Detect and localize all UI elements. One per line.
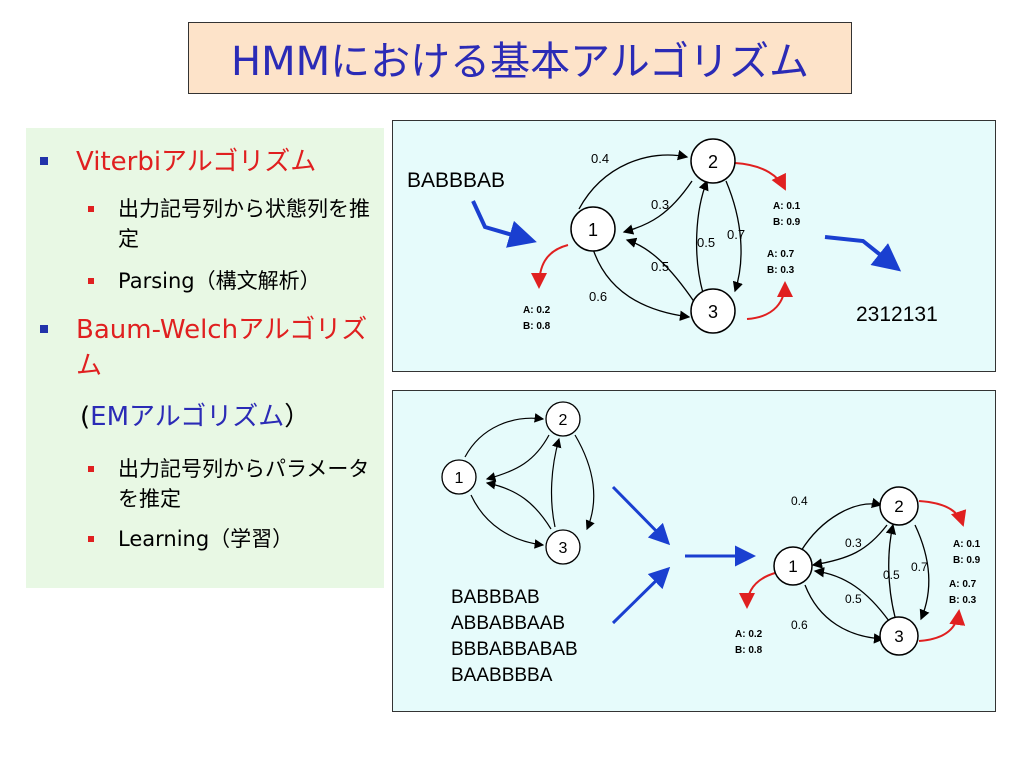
emission-label: B: 0.8 — [735, 645, 763, 656]
transition-1-3 — [592, 248, 691, 321]
transition-3-1 — [625, 237, 696, 304]
transition-2-1 — [622, 180, 693, 235]
bullet-marker — [40, 146, 72, 180]
state-label: 3 — [559, 540, 568, 557]
state-1 — [773, 546, 813, 586]
state-label: 2 — [708, 152, 718, 172]
prob-label: 0.6 — [589, 289, 607, 304]
state-label: 3 — [894, 627, 903, 646]
state-label: 1 — [588, 220, 598, 240]
merge-arrow-lower — [611, 566, 671, 625]
emission-label: B: 0.9 — [953, 555, 981, 566]
emission-arrow-1 — [739, 572, 776, 609]
emission-arrow-2 — [734, 162, 786, 191]
emission-label: B: 0.3 — [767, 265, 795, 276]
prob-label: 0.5 — [845, 592, 862, 606]
bullet-panel: Viterbiアルゴリズム 出力記号列から状態列を推定 Parsing（構文解析… — [26, 128, 384, 588]
training-sequence: BBBABBABAB — [451, 639, 578, 660]
state-2 — [879, 486, 919, 526]
initial-state-3 — [545, 529, 581, 565]
emission-label: B: 0.3 — [949, 595, 977, 606]
transition-2-1 — [811, 524, 888, 569]
state-label: 1 — [455, 470, 464, 487]
emission-arrow-2 — [918, 500, 967, 527]
transition-1-3 — [804, 584, 885, 644]
prob-label: 0.4 — [791, 494, 808, 508]
prob-label: 0.5 — [697, 235, 715, 250]
prob-label: 0.7 — [911, 560, 928, 574]
state-label: 2 — [894, 497, 903, 516]
viterbi-diagram-panel: BABBBAB 2312131 1 2 3 0.4 0.3 0.5 0.6 0.… — [392, 120, 996, 372]
transition-1-2 — [578, 150, 689, 210]
emission-label: A: 0.1 — [773, 201, 801, 212]
output-sequence: 2312131 — [856, 303, 938, 326]
training-sequence: BABBBAB — [451, 587, 540, 608]
training-sequence: ABBABBAAB — [451, 613, 565, 634]
initial-transition — [470, 494, 545, 549]
initial-transition — [464, 413, 545, 458]
bullet-marker — [40, 314, 72, 348]
bullet-viterbi: Viterbiアルゴリズム — [76, 147, 317, 177]
prob-label: 0.7 — [727, 227, 745, 242]
em-note: (EMアルゴリズム） — [80, 402, 311, 432]
state-3 — [879, 616, 919, 656]
state-label: 1 — [788, 557, 797, 576]
prob-label: 0.4 — [591, 151, 609, 166]
state-2 — [690, 138, 736, 184]
input-arrow — [471, 200, 537, 248]
initial-state-2 — [545, 401, 581, 437]
emission-label: A: 0.7 — [767, 249, 795, 260]
title-box: HMMにおける基本アルゴリズム — [188, 22, 852, 94]
output-arrow — [824, 235, 902, 272]
baum-welch-diagram: 1 2 3 BABBBAB ABBABBAAB BBBABBABAB BAABB… — [441, 401, 981, 686]
baum-welch-diagram-panel: 1 2 3 BABBBAB ABBABBAAB BBBABBABAB BAABB… — [392, 390, 996, 712]
training-sequence: BAABBBBA — [451, 665, 553, 686]
transition-3-1 — [813, 567, 890, 622]
emission-label: B: 0.8 — [523, 321, 551, 332]
emission-arrow-3 — [918, 609, 966, 642]
prob-label: 0.5 — [651, 259, 669, 274]
initial-state-1 — [441, 459, 477, 495]
page-title: HMMにおける基本アルゴリズム — [231, 39, 809, 85]
initial-transition — [550, 437, 562, 528]
emission-label: A: 0.2 — [735, 629, 763, 640]
emission-label: A: 0.2 — [523, 305, 551, 316]
prob-label: 0.5 — [883, 568, 900, 582]
state-label: 2 — [559, 412, 568, 429]
bullet-baum-welch: Baum-Welchアルゴリズム — [76, 315, 368, 381]
transition-2-3 — [725, 180, 743, 293]
state-label: 3 — [708, 302, 718, 322]
emission-label: B: 0.9 — [773, 217, 801, 228]
transition-3-2 — [695, 179, 709, 294]
state-3 — [690, 288, 736, 334]
transition-2-3 — [914, 524, 930, 621]
prob-label: 0.6 — [791, 618, 808, 632]
emission-arrow-1 — [531, 244, 569, 289]
merge-arrow-upper — [611, 485, 671, 546]
emission-arrow-3 — [746, 281, 793, 320]
transition-3-2 — [885, 523, 897, 618]
prob-label: 0.3 — [651, 197, 669, 212]
prob-label: 0.3 — [845, 536, 862, 550]
emission-label: A: 0.1 — [953, 539, 981, 550]
transition-1-2 — [800, 497, 883, 552]
initial-transition — [574, 434, 595, 531]
state-1 — [570, 206, 616, 252]
initial-transition — [485, 479, 552, 530]
initial-transition — [485, 434, 550, 482]
viterbi-diagram: BABBBAB 2312131 1 2 3 0.4 0.3 0.5 0.6 0.… — [407, 138, 938, 334]
input-sequence: BABBBAB — [407, 169, 505, 192]
emission-label: A: 0.7 — [949, 579, 977, 590]
